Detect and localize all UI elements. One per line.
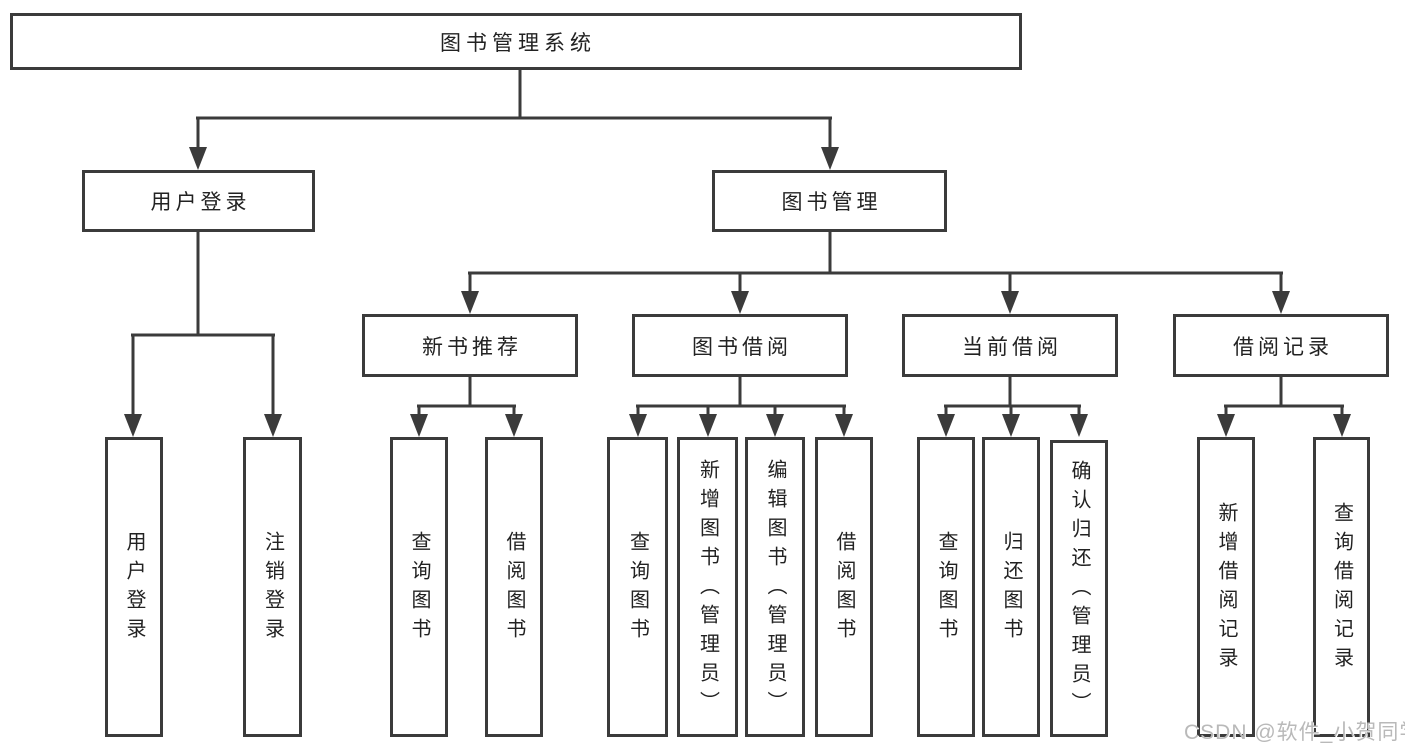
leaf-add-borrowing-record: 新增借阅记录 — [1197, 437, 1255, 737]
node-book-borrowing: 图书借阅 — [632, 314, 848, 377]
leaf-query-books: 查询图书 — [607, 437, 668, 737]
leaf-borrow-books: 借阅图书 — [485, 437, 543, 737]
node-book-management: 图书管理 — [712, 170, 947, 232]
csdn-watermark: CSDN @软件_小贺同学 — [1184, 721, 1405, 744]
node-current-borrowing: 当前借阅 — [902, 314, 1118, 377]
leaf-logout: 注销登录 — [243, 437, 302, 737]
leaf-borrow-books: 借阅图书 — [815, 437, 873, 737]
arrowhead-icons — [124, 147, 1351, 437]
leaf-user-login: 用户登录 — [105, 437, 163, 737]
leaf-query-borrowing-record: 查询借阅记录 — [1313, 437, 1370, 737]
leaf-edit-books-admin: 编辑图书（管理员） — [745, 437, 805, 737]
node-new-book-recommendation: 新书推荐 — [362, 314, 578, 377]
node-borrowing-records: 借阅记录 — [1173, 314, 1389, 377]
leaf-query-books: 查询图书 — [390, 437, 448, 737]
leaf-return-books: 归还图书 — [982, 437, 1040, 737]
leaf-confirm-return-admin: 确认归还（管理员） — [1050, 440, 1108, 737]
node-user-login: 用户登录 — [82, 170, 315, 232]
node-root-library-management-system: 图书管理系统 — [10, 13, 1022, 70]
leaf-query-books: 查询图书 — [917, 437, 975, 737]
leaf-add-books-admin: 新增图书（管理员） — [677, 437, 738, 737]
